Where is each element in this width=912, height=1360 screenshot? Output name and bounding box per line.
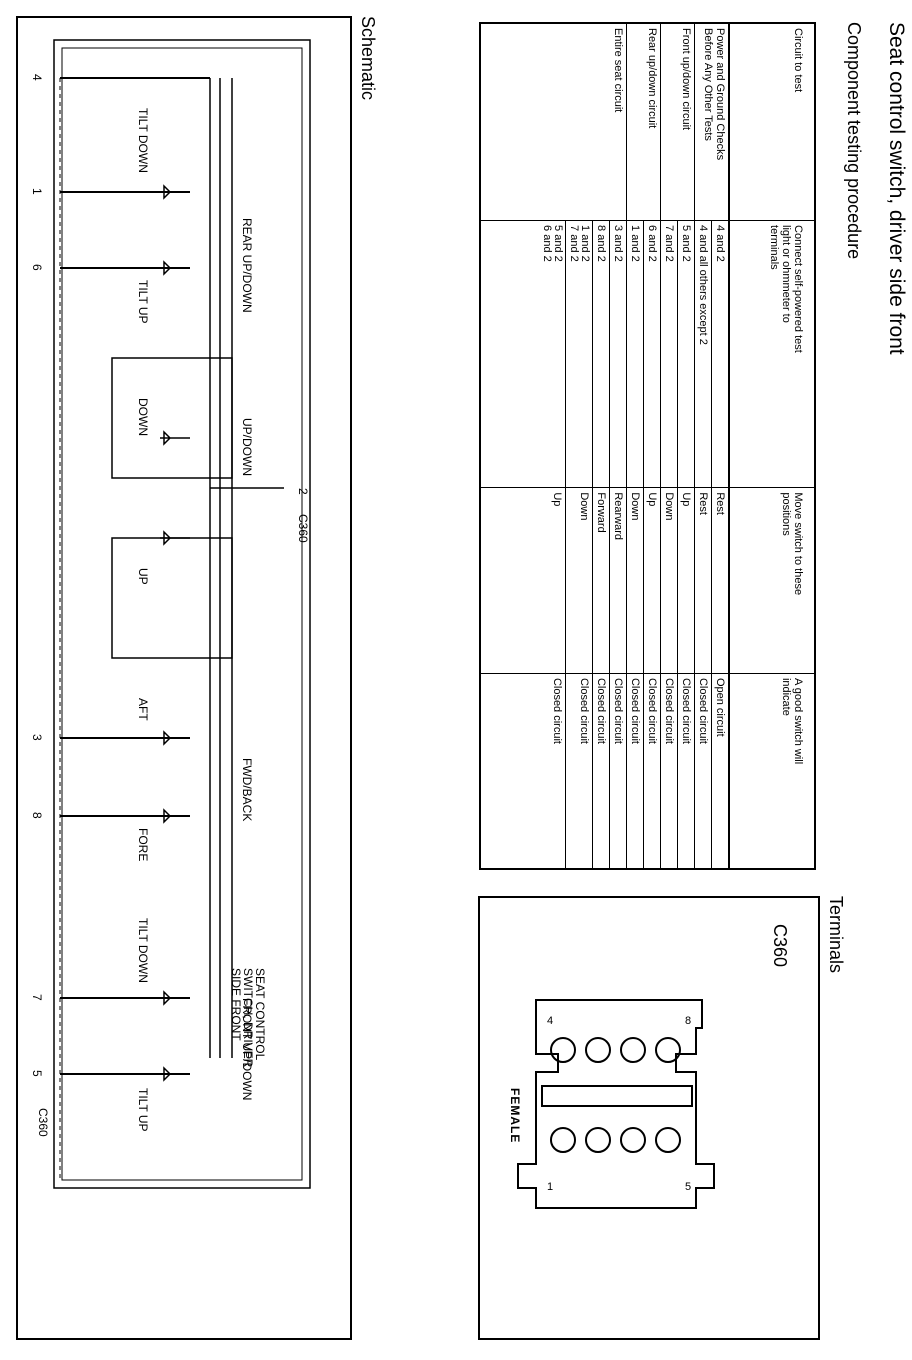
contact-label: UP	[136, 568, 150, 585]
header-move: Move switch to these positions	[729, 487, 815, 674]
position-cell: Rest	[694, 487, 712, 674]
terminals-cell: 5 and 2 6 and 2	[480, 220, 566, 488]
header-circuit: Circuit to test	[729, 23, 815, 221]
switch-group-label: FWD/BACK	[240, 758, 254, 822]
terminals-label: Terminals	[826, 896, 846, 974]
connector-top-label: C360	[296, 514, 310, 543]
schematic-drawing	[53, 39, 311, 1189]
pin-wires	[60, 77, 210, 1075]
result-cell: Closed circuit	[480, 673, 566, 869]
result-cell: Closed circuit	[592, 673, 610, 869]
schematic-box: SEAT CONTROL SWITCH, DRIVER SIDE FRONT 2…	[16, 16, 352, 1340]
pin-label-4: 4	[546, 1015, 554, 1028]
position-cell: Down	[565, 487, 593, 674]
position-cell: Rest	[711, 487, 729, 674]
circuit-cell: Front up/down circuit	[660, 23, 695, 221]
pin-2-label: 2	[296, 488, 310, 495]
terminals-cell: 1 and 2	[626, 220, 644, 488]
pin-label: 1	[30, 188, 44, 195]
result-cell: Closed circuit	[643, 673, 661, 869]
pin-label-1: 1	[546, 1181, 554, 1194]
result-cell: Open circuit	[711, 673, 729, 869]
position-cell: Up	[677, 487, 695, 674]
pin-label: 8	[30, 812, 44, 819]
result-cell: Closed circuit	[677, 673, 695, 869]
pin-holes	[550, 1037, 681, 1153]
result-cell: Closed circuit	[609, 673, 627, 869]
switch-boundary-inner	[61, 47, 303, 1181]
connector-outline	[517, 999, 715, 1209]
schematic-label: Schematic	[358, 16, 378, 101]
switch-boundary	[53, 39, 311, 1189]
header-connect: Connect self-powered test light or ohmme…	[729, 220, 815, 488]
position-cell: Up	[480, 487, 566, 674]
contact-label: FORE	[136, 828, 150, 862]
table-row: Power and Ground Checks Before Any Other…	[694, 23, 729, 869]
position-cell: Down	[626, 487, 644, 674]
pin-label: 7	[30, 994, 44, 1001]
terminals-cell: 7 and 2	[660, 220, 678, 488]
table-row: Front up/down circuit 5 and 2 Up Closed …	[660, 23, 695, 869]
switch-group-label: UP/DOWN	[240, 418, 254, 476]
connector-left-label: C360	[36, 1108, 50, 1137]
contact-label: AFT	[136, 698, 150, 721]
contact-label: DOWN	[136, 398, 150, 436]
contact-label: TILT DOWN	[136, 108, 150, 173]
terminals-cell: 6 and 2	[643, 220, 661, 488]
table-header-row: Circuit to test Connect self-powered tes…	[729, 23, 815, 869]
pin-label: 4	[30, 74, 44, 81]
contact-label: TILT UP	[136, 1088, 150, 1132]
pin-label-5: 5	[684, 1181, 692, 1194]
terminal-view: C360 8 4 5 1 FEMALE	[478, 896, 820, 1340]
position-cell: Forward	[592, 487, 610, 674]
circuit-cell: Rear up/down circuit	[626, 23, 661, 221]
gender-label: FEMALE	[508, 1088, 522, 1144]
position-cell: Down	[660, 487, 678, 674]
terminals-cell: 1 and 2 7 and 2	[565, 220, 593, 488]
pin-label-8: 8	[684, 1015, 692, 1028]
center-slot	[541, 1085, 693, 1107]
circuit-cell: Power and Ground Checks Before Any Other…	[694, 23, 729, 221]
result-cell: Closed circuit	[660, 673, 678, 869]
switch-contacts	[111, 184, 233, 1082]
result-cell: Closed circuit	[626, 673, 644, 869]
table-row: Rear up/down circuit 6 and 2 Up Closed c…	[626, 23, 661, 869]
terminals-cell: 3 and 2	[609, 220, 627, 488]
position-cell: Up	[643, 487, 661, 674]
terminals-cell: 4 and 2	[711, 220, 729, 488]
result-cell: Closed circuit	[565, 673, 593, 869]
testing-table: Circuit to test Connect self-powered tes…	[479, 22, 816, 870]
terminals-cell: 5 and 2	[677, 220, 695, 488]
contact-label: TILT UP	[136, 280, 150, 324]
circuit-cell: Entire seat circuit	[480, 23, 627, 221]
pin-label: 6	[30, 264, 44, 271]
contact-label: TILT DOWN	[136, 918, 150, 983]
page-title: Seat control switch, driver side front	[885, 22, 908, 355]
terminals-cell: 8 and 2	[592, 220, 610, 488]
pin-label: 3	[30, 734, 44, 741]
pin-label: 5	[30, 1070, 44, 1077]
switch-group-label: FRONT UP/DOWN	[240, 998, 254, 1101]
connector-face-drawing	[517, 999, 715, 1209]
header-indicate: A good switch will indicate	[729, 673, 815, 869]
section-subtitle: Component testing procedure	[844, 22, 864, 260]
result-cell: Closed circuit	[694, 673, 712, 869]
table-row: Entire seat circuit 3 and 2 Rearward Clo…	[480, 23, 627, 869]
position-cell: Rearward	[609, 487, 627, 674]
switch-group-label: REAR UP/DOWN	[240, 218, 254, 313]
terminals-cell: 4 and all others except 2	[694, 220, 712, 488]
